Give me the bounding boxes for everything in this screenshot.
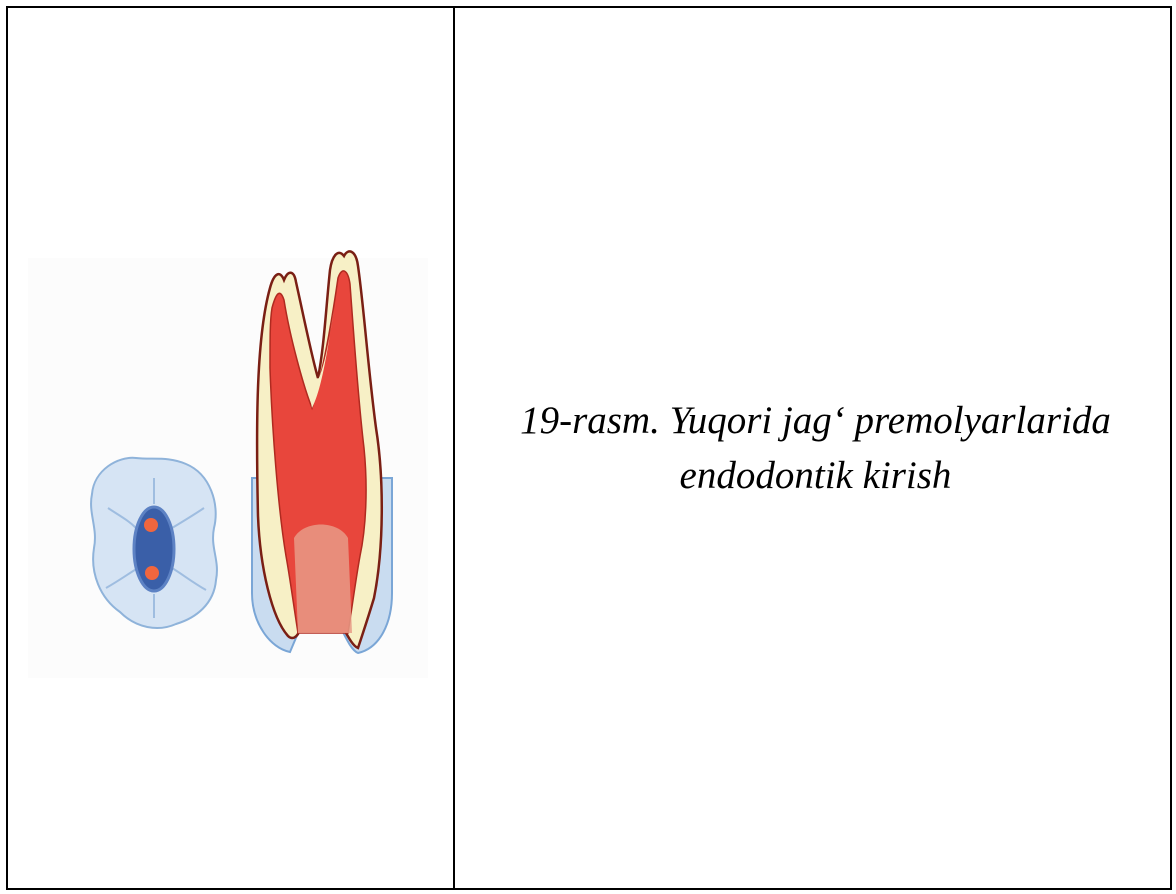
figure-cell: [8, 8, 455, 888]
caption-line-1: 19-rasm. Yuqori jag‘ premolyarlarida: [520, 393, 1111, 448]
figure-table: 19-rasm. Yuqori jag‘ premolyarlarida end…: [6, 6, 1172, 890]
tooth-illustration: [8, 8, 455, 888]
tooth-occlusal-view-icon: [91, 458, 217, 628]
caption-line-2: endodontik kirish: [520, 448, 1111, 503]
figure-caption: 19-rasm. Yuqori jag‘ premolyarlarida end…: [514, 393, 1111, 504]
caption-cell: 19-rasm. Yuqori jag‘ premolyarlarida end…: [455, 8, 1170, 888]
